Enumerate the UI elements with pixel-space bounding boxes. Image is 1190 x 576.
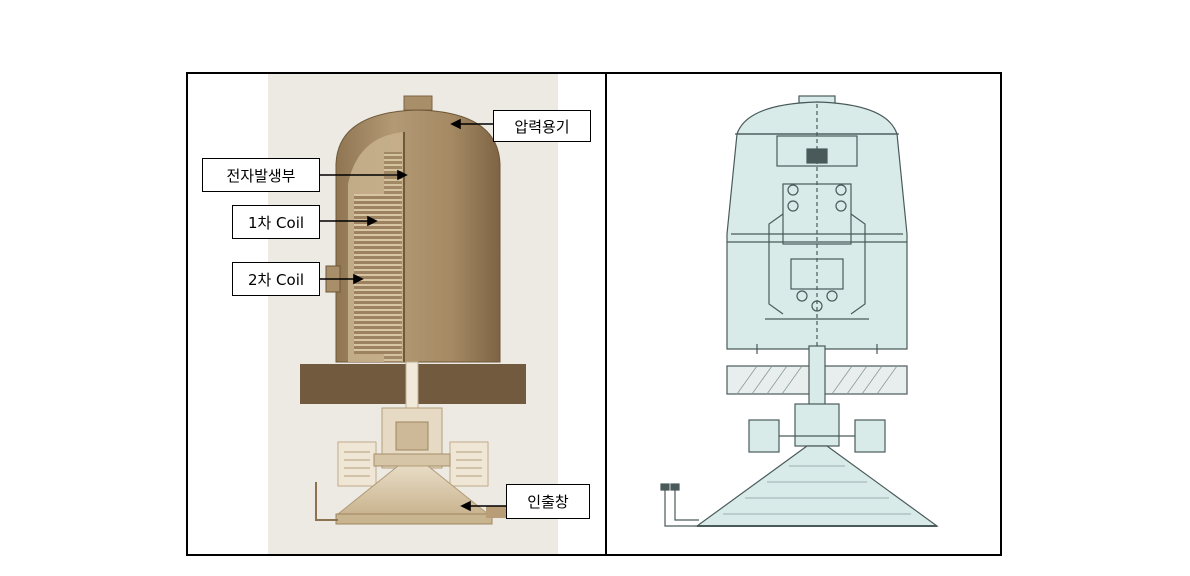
label-electron-generator: 전자발생부 bbox=[202, 158, 320, 192]
label-output-window: 인출창 bbox=[506, 484, 590, 519]
rendered-illustration-panel bbox=[188, 74, 605, 554]
figure-frame bbox=[186, 72, 1002, 556]
label-secondary-coil: 2차 Coil bbox=[232, 262, 320, 296]
label-primary-coil: 1차 Coil bbox=[232, 205, 320, 239]
technical-drawing-panel bbox=[607, 74, 1000, 554]
rendered-accelerator-illustration bbox=[268, 74, 558, 554]
accelerator-line-drawing bbox=[660, 95, 939, 527]
panel-divider bbox=[605, 72, 607, 556]
label-pressure-vessel: 압력용기 bbox=[493, 110, 591, 142]
